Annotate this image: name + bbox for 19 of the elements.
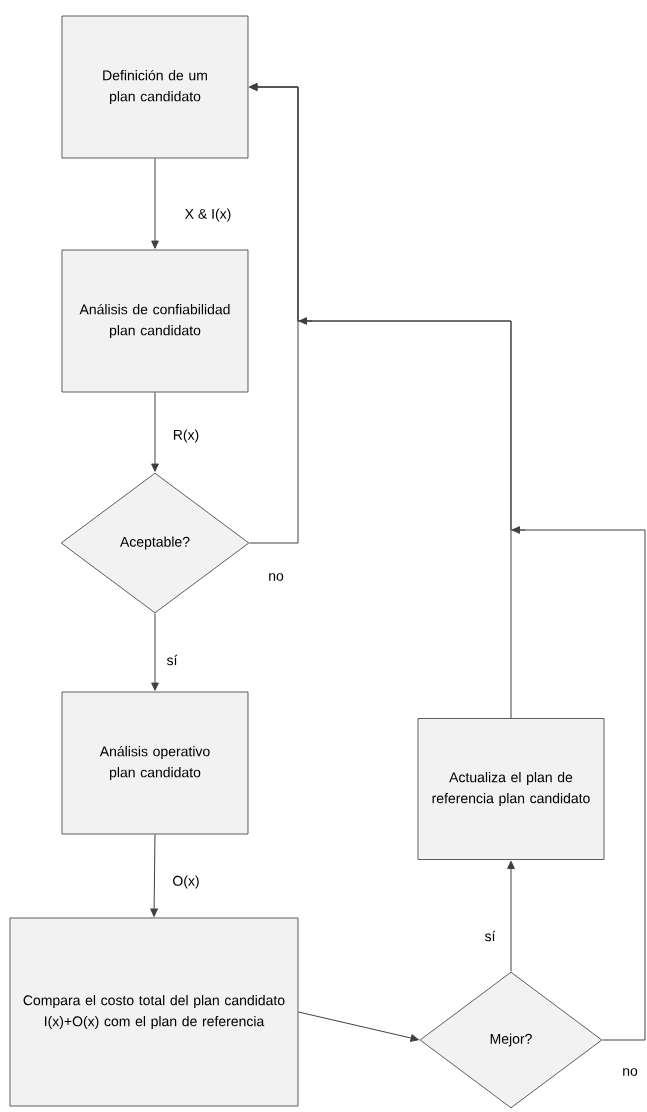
arrow: [151, 157, 159, 249]
arrow: [507, 860, 515, 973]
edge-label: sí: [484, 930, 496, 942]
process-box: Compara el costo total del plan candidato I(x)+O(x) com el plan de referencia: [9, 917, 299, 1107]
arrow: [297, 1011, 419, 1042]
process-box: Análisis de confiabilidad plan candidato: [61, 249, 249, 393]
edge-label: no: [269, 573, 284, 581]
process-box: Definición de um plan candidato: [61, 15, 249, 159]
edge-label: X & I(x): [185, 208, 231, 222]
process-box: Actualiza el plan de referencia plan candidato: [417, 718, 605, 860]
edge-label: O(x): [173, 875, 199, 889]
process-box: Análisis operativo plan candidato: [61, 691, 249, 835]
arrow: [249, 83, 646, 1041]
arrow: [150, 833, 158, 917]
edge-label: sí: [166, 654, 178, 666]
arrow: [151, 612, 159, 691]
edge-label: R(x): [173, 429, 199, 443]
edge-label: no: [623, 1068, 638, 1076]
arrow: [151, 391, 159, 472]
